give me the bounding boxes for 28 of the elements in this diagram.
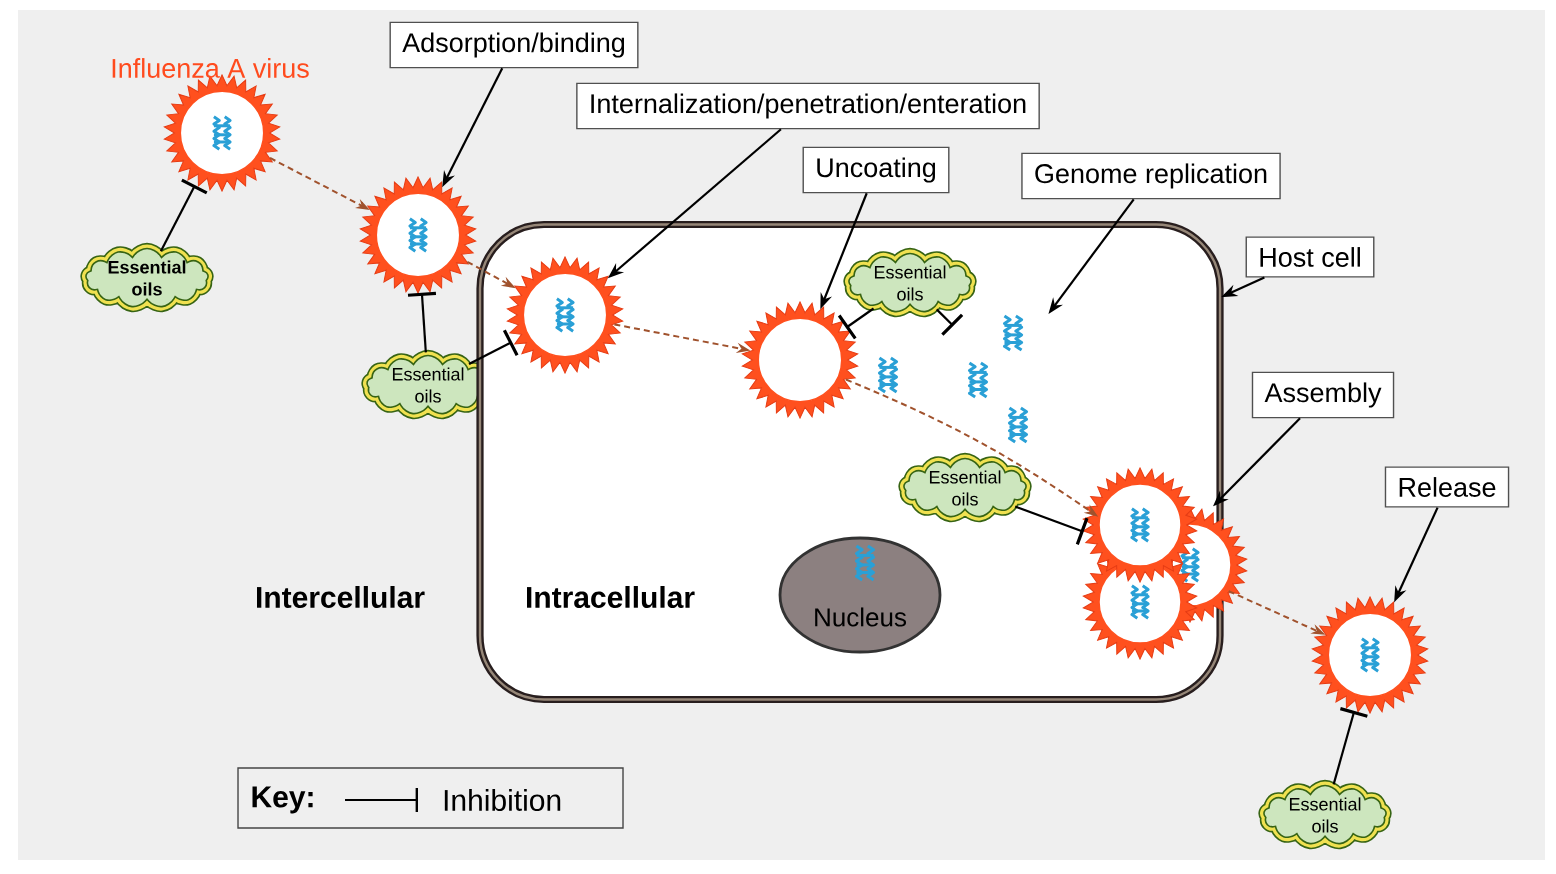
virus-drawing: [1311, 596, 1429, 714]
oil-cloud: Essential oils: [843, 247, 977, 318]
virus-caption: Influenza A virus: [112, 58, 309, 78]
region-label: Intracellular: [527, 586, 695, 608]
label-box: Release: [1384, 466, 1510, 508]
virus-drawing: [506, 256, 624, 374]
rna-drawing: [967, 314, 1029, 444]
label-box: Adsorption/binding: [389, 21, 639, 69]
label-box: Uncoating: [802, 146, 950, 194]
inhibition-line: [159, 178, 208, 252]
label-box: Genome replication: [1021, 152, 1281, 200]
inhibition-line: [407, 291, 437, 353]
inhibition-line: [1332, 707, 1368, 785]
legend-text: Inhibition: [444, 789, 561, 811]
virus-drawing: [359, 176, 477, 294]
nucleus: Nucleus: [778, 536, 942, 654]
label-box: Assembly: [1251, 371, 1395, 419]
inhibition-line: [468, 329, 519, 366]
label-box: Host cell: [1245, 236, 1375, 278]
capsid-drawing: [741, 301, 859, 419]
oil-cloud: Essential oils: [1258, 779, 1392, 850]
oil-cloud: Essential oils: [80, 242, 214, 313]
virus-cluster-drawing: [1082, 467, 1248, 660]
inhibition-line: [1014, 505, 1089, 545]
region-label: Intercellular: [257, 586, 425, 608]
region-label: Key:: [252, 786, 313, 814]
oil-cloud: Essential oils: [898, 452, 1032, 523]
label-box: Internalization/penetration/enteration: [576, 82, 1040, 130]
